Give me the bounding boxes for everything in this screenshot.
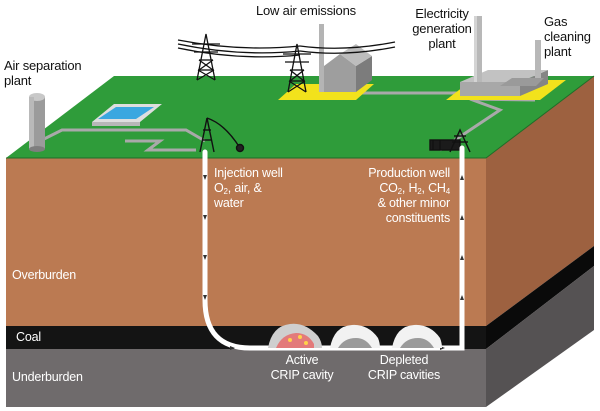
underburden-layer	[6, 349, 486, 407]
production-well-label: Production well CO2, H2, CH4 & other min…	[368, 166, 450, 225]
depleted-crip-cavity-2	[392, 324, 442, 348]
overburden-side	[486, 76, 594, 326]
drilling-rig-icon	[429, 128, 471, 153]
ground-surface	[6, 76, 594, 158]
active-cavity-label: Active CRIP cavity	[270, 353, 334, 382]
storage-silo-icon	[29, 93, 45, 152]
depleted-crip-cavity-1	[330, 324, 380, 348]
underburden-label: Underburden	[12, 370, 83, 384]
flow-arrows	[203, 175, 464, 350]
electricity-plant-label: Electricity generation plant	[412, 6, 472, 51]
low-air-emissions-label: Low air emissions	[256, 3, 356, 18]
overburden-label: Overburden	[12, 268, 77, 282]
pump-jack-icon	[199, 117, 245, 153]
coal-side	[486, 246, 594, 349]
active-crip-cavity	[268, 323, 322, 348]
plant-building-icon	[319, 16, 548, 96]
water-pond-icon	[92, 104, 162, 126]
overburden-layer	[6, 158, 486, 326]
gas-cleaning-label: Gas cleaning plant	[544, 14, 591, 59]
depleted-cavities-label: Depleted CRIP cavities	[367, 353, 441, 382]
underburden-side	[486, 266, 594, 407]
injection-well-pipe	[202, 149, 303, 351]
injection-well-label: Injection well O2, air, & water	[214, 166, 283, 210]
air-separation-label: Air separation plant	[4, 58, 82, 88]
transmission-tower-icon	[177, 33, 396, 93]
coal-label: Coal	[16, 330, 41, 344]
